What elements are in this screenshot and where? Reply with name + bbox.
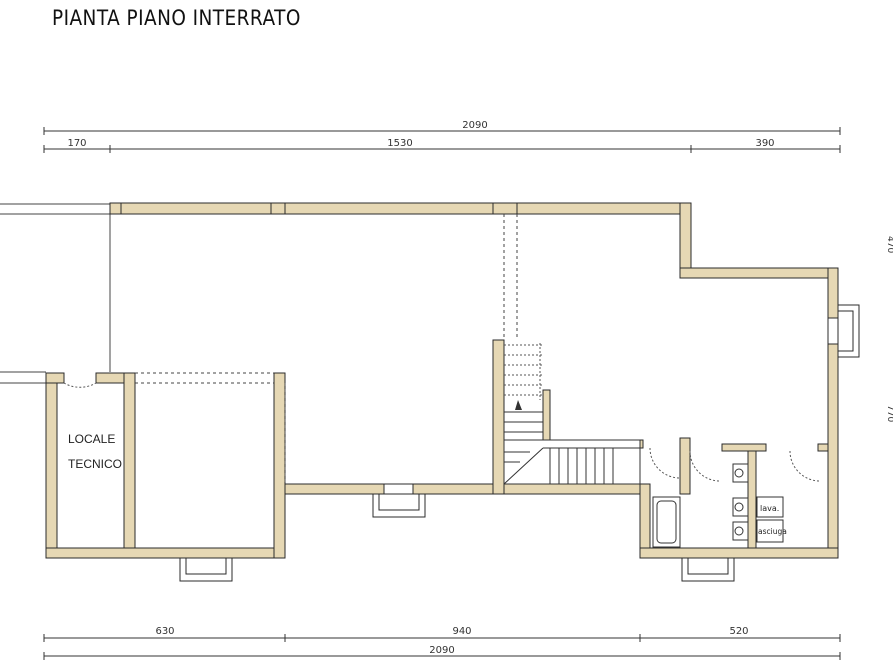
wall-bottom-right: [639, 547, 839, 559]
door-swing-laundry: [789, 450, 821, 482]
door-swing-locale: [63, 382, 97, 388]
dim-top-3: 390: [755, 138, 774, 149]
door-swing-bath: [649, 447, 681, 479]
stair-upper-dashed: [504, 343, 543, 400]
dim-top-overall: 2090: [462, 120, 487, 131]
room-label-line2: TECNICO: [68, 457, 122, 471]
wall-joints: [120, 203, 518, 214]
label-lava: lava.: [760, 504, 779, 513]
wall-middle: [273, 483, 643, 495]
wall-bottom-left: [45, 547, 286, 559]
walls: [45, 202, 839, 559]
wall-stair-left: [492, 339, 505, 495]
dim-bottom-2: 940: [452, 626, 471, 637]
dim-side-2: 770: [885, 405, 893, 422]
exterior-lines: [0, 203, 111, 384]
dim-bottom-overall: 2090: [429, 645, 454, 656]
dashed-lines: [135, 214, 518, 484]
windows: [179, 304, 860, 582]
wall-bath-divider: [747, 443, 757, 549]
washer: [756, 496, 784, 518]
wall-bath-left: [639, 483, 651, 559]
page-title: PIANTA PIANO INTERRATO: [52, 6, 301, 30]
wall-left-inner: [123, 372, 136, 559]
room-label-line1: LOCALE: [68, 432, 115, 446]
stair: [503, 411, 641, 485]
dim-bottom-1: 630: [155, 626, 174, 637]
wall-far-right: [827, 267, 839, 559]
wall-right-upper: [679, 202, 692, 279]
wall-top: [109, 202, 692, 215]
stair-arrow-icon: [515, 400, 522, 410]
dim-bottom-3: 520: [729, 626, 748, 637]
label-asciuga: asciuga: [758, 527, 787, 536]
dim-top-1: 170: [67, 138, 86, 149]
doors: [63, 382, 821, 482]
wall-left-outer: [45, 372, 58, 559]
dim-side-1: 470: [885, 236, 893, 253]
dim-top-2: 1530: [387, 138, 412, 149]
bottom-dimensions: [43, 634, 841, 660]
bathroom-fixtures: [652, 463, 784, 548]
dryer: [756, 519, 784, 543]
top-dimensions: [43, 127, 841, 153]
wall-step: [679, 267, 839, 279]
wall-col-a: [273, 372, 286, 559]
